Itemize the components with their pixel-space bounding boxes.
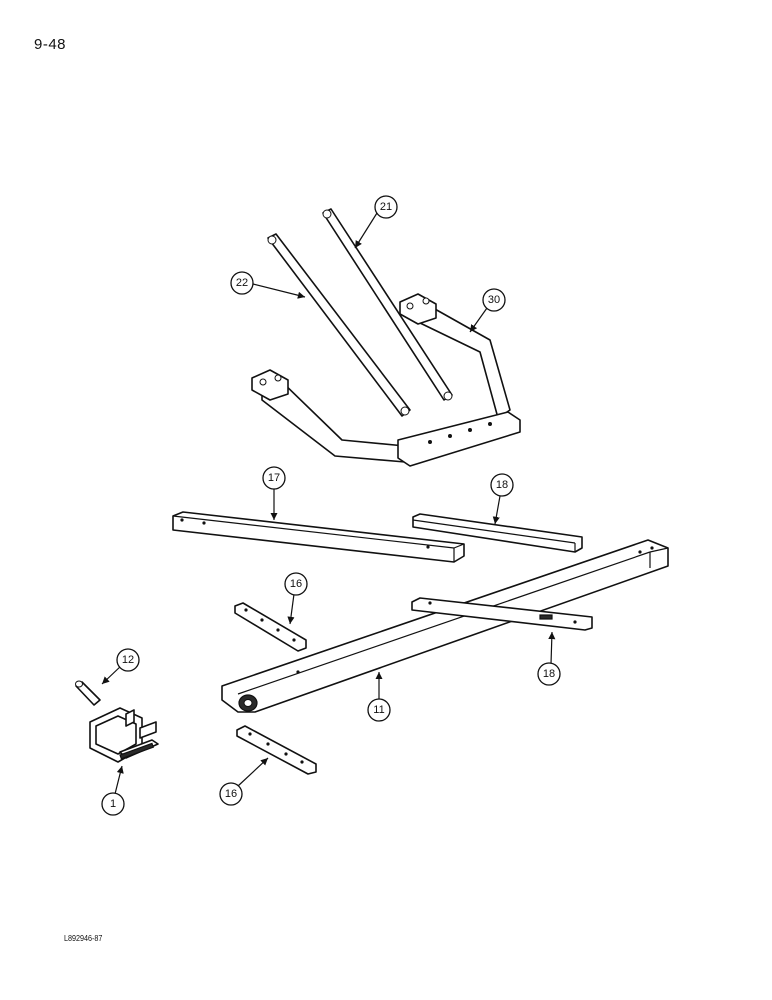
pin-12 xyxy=(75,680,101,706)
bent-frame-30 xyxy=(251,293,521,467)
callout-22: 22 xyxy=(230,271,254,295)
brace-rod-22 xyxy=(267,233,411,417)
page-number: 9-48 xyxy=(34,36,67,53)
main-beam-11 xyxy=(221,539,669,713)
callout-16-upper: 16 xyxy=(284,572,308,596)
callout-12: 12 xyxy=(116,648,140,672)
svg-text:12: 12 xyxy=(122,654,134,666)
svg-text:18: 18 xyxy=(543,668,555,680)
callout-16-lower: 16 xyxy=(219,782,243,806)
strap-16-upper xyxy=(234,602,307,652)
callout-1: 1 xyxy=(101,792,125,816)
callout-11: 11 xyxy=(367,698,391,722)
callout-17: 17 xyxy=(262,466,286,490)
svg-text:11: 11 xyxy=(373,704,384,716)
svg-text:30: 30 xyxy=(488,294,500,306)
svg-text:1: 1 xyxy=(110,798,116,810)
svg-text:18: 18 xyxy=(496,479,508,491)
svg-text:16: 16 xyxy=(290,578,302,590)
svg-text:21: 21 xyxy=(380,201,392,213)
callout-21: 21 xyxy=(374,195,398,219)
plate-18-lower xyxy=(411,597,593,631)
reference-code: L892946-87 xyxy=(64,934,103,943)
strap-16-lower xyxy=(236,725,317,775)
leader-lines xyxy=(101,212,556,795)
svg-text:22: 22 xyxy=(236,277,248,289)
svg-text:16: 16 xyxy=(225,788,237,800)
channel-18-upper xyxy=(412,513,583,553)
brace-rod-21 xyxy=(322,208,453,401)
callout-18-lower: 18 xyxy=(537,662,561,686)
callout-30: 30 xyxy=(482,288,506,312)
svg-text:17: 17 xyxy=(268,472,280,484)
square-tube-17 xyxy=(172,511,465,563)
callout-18-upper: 18 xyxy=(490,473,514,497)
bracket-1 xyxy=(89,707,159,763)
